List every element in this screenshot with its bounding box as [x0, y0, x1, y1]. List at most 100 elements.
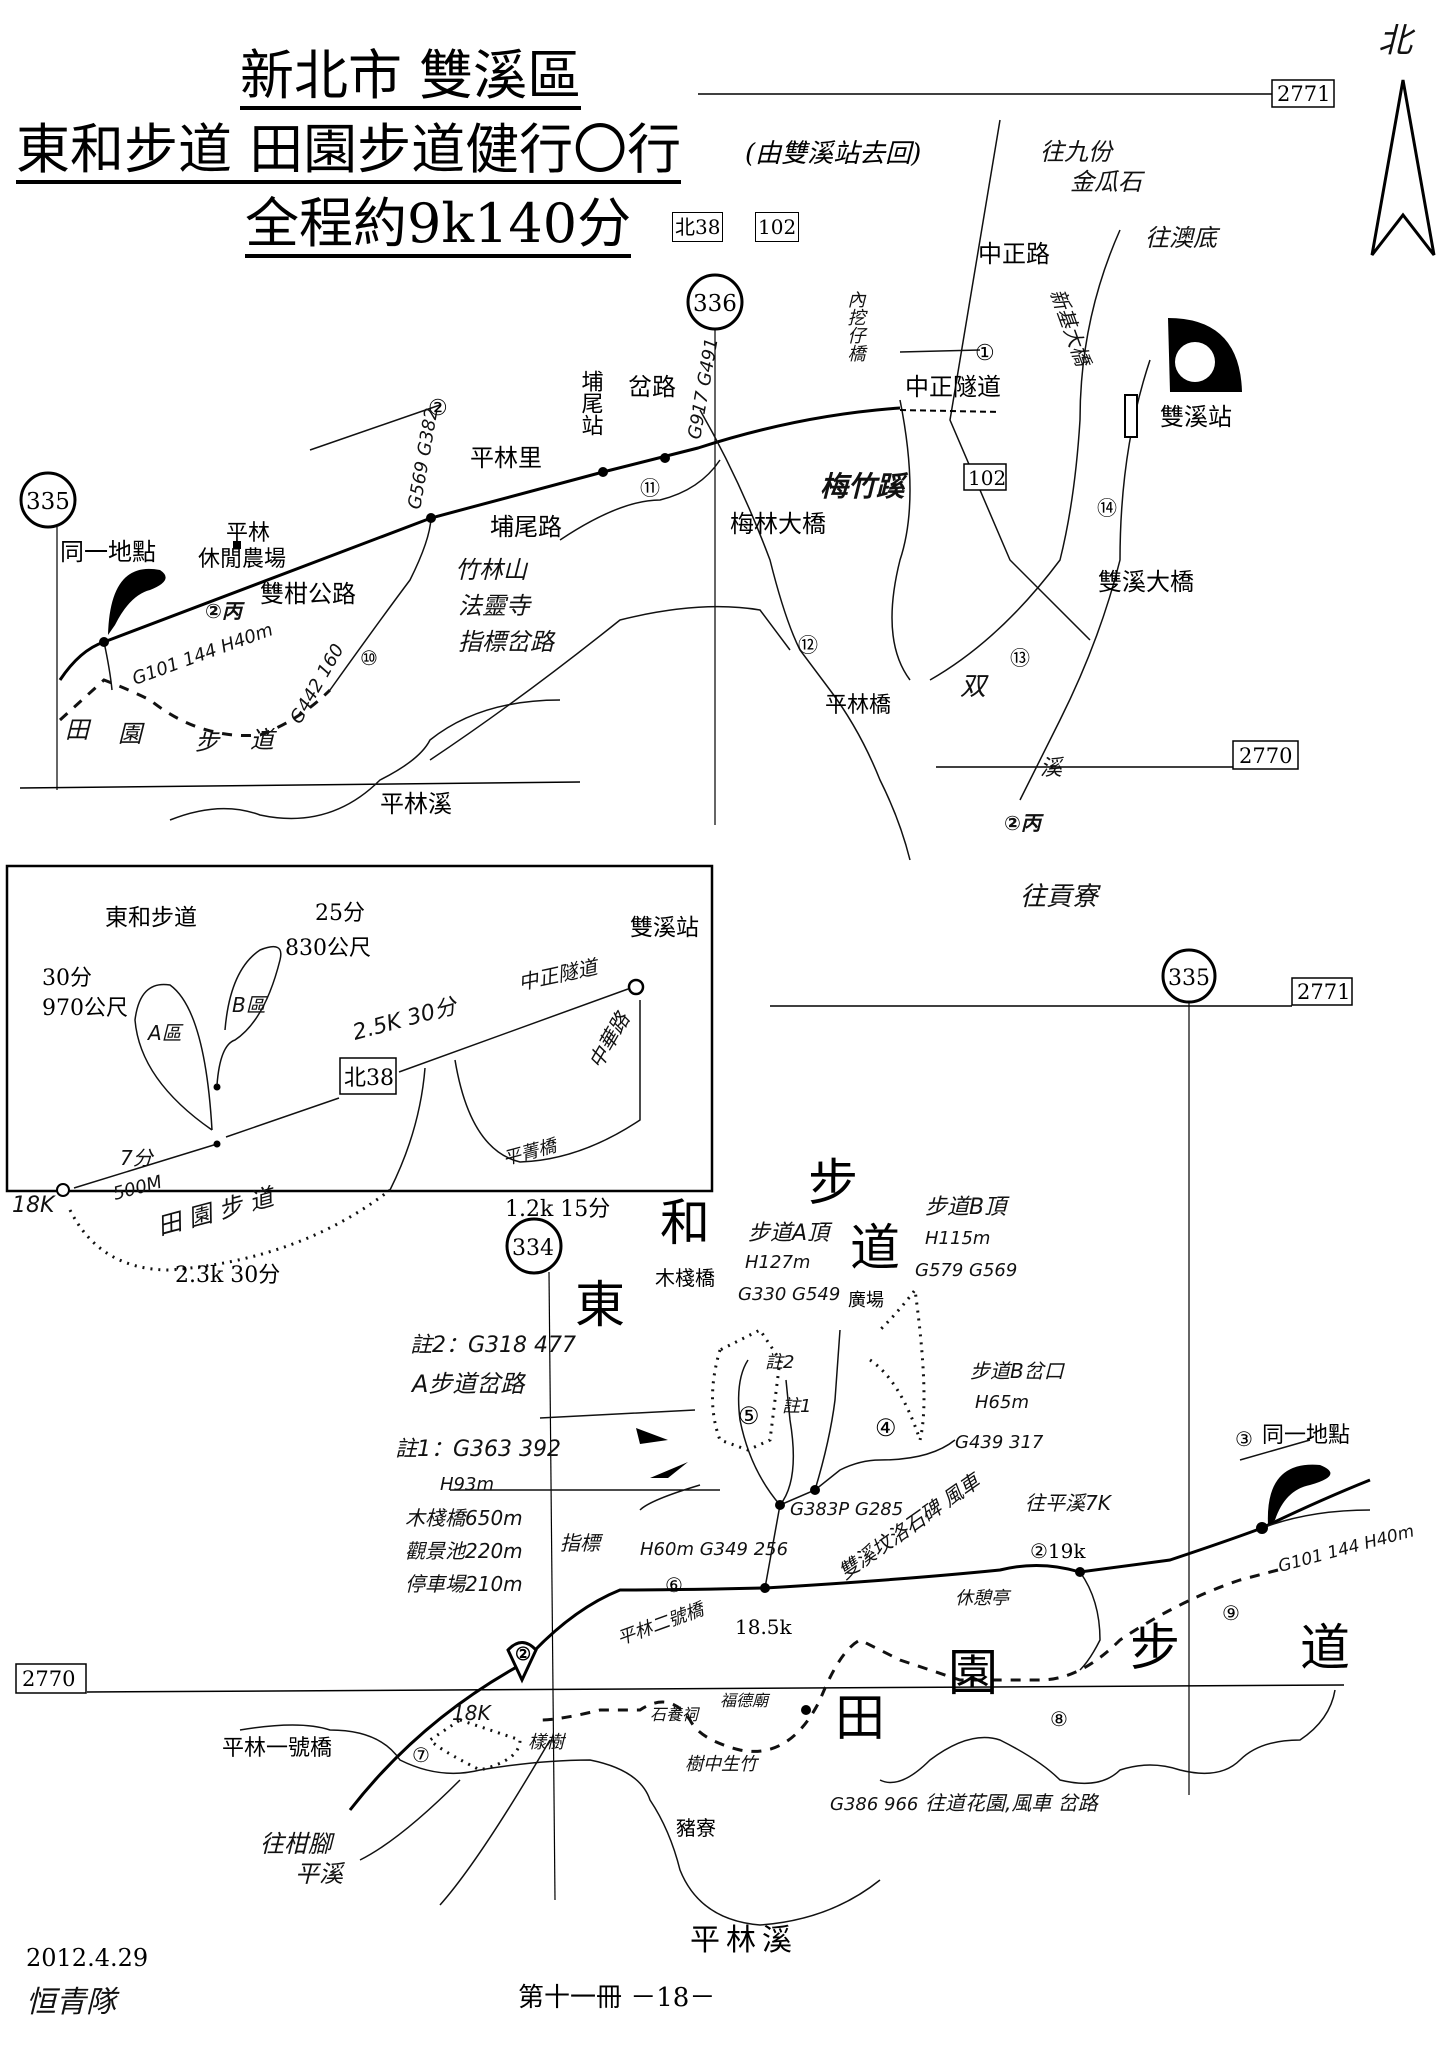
bus-stop-c-gongliao: ②丙 — [1004, 811, 1044, 835]
inset-start-18k: 18K — [12, 1193, 56, 1218]
label-zhongzheng-tunnel: 中正隧道 — [905, 373, 1001, 401]
inset-a-time: 30分 — [42, 966, 92, 991]
footer-team: 恒青隊 — [26, 1985, 120, 2020]
label-step-14: ⑭ — [1097, 496, 1117, 520]
top-map: 2771 336 335 2770 — [19, 79, 1335, 912]
label-a-peak: 步道A頂 — [748, 1221, 833, 1246]
main-road — [58, 406, 901, 681]
label-rest-pavilion: 休憩亭 — [955, 1588, 1012, 1609]
label-g-386: G386 966 — [830, 1794, 918, 1815]
label-note1-pond: 觀景池220m — [405, 1539, 523, 1563]
label-to-pingxi: 往平溪7K — [1025, 1491, 1113, 1515]
label-to-jinguashi: 金瓜石 — [1070, 168, 1146, 196]
grid-2771-top: 2771 — [1277, 82, 1330, 106]
label-tianyuan-2: 園 — [118, 720, 145, 748]
label-puwei-station: 埔尾站 — [578, 370, 604, 436]
label-step-1: ① — [975, 341, 995, 366]
label-pinglin-village: 平林里 — [470, 444, 542, 472]
label-pig-farm: 豬寮 — [676, 1816, 716, 1840]
label-meizhu: 梅竹蹊 — [820, 470, 909, 503]
label-fork: 岔路 — [628, 373, 676, 401]
label-donghe-2: 和 — [660, 1194, 710, 1252]
north-arrow-icon: 北 — [1370, 21, 1436, 256]
footer-page: 第十一冊 －18－ — [518, 1983, 715, 2013]
grid-336: 336 — [693, 291, 737, 317]
label-bamboo: 樹中生竹 — [685, 1754, 760, 1775]
label-a-peak-g: G330 G549 — [738, 1284, 840, 1305]
label-tianyuan-b-4: 道 — [1300, 1619, 1350, 1677]
label-note1-h: H93m — [440, 1474, 494, 1495]
label-to-gongliao: 往貢寮 — [1020, 882, 1101, 912]
label-step-10: ⑩ — [360, 646, 378, 670]
label-route-102: 102 — [968, 466, 1006, 490]
label-step-9: ⑨ — [1222, 1601, 1240, 1625]
label-b-peak-g: G579 G569 — [915, 1260, 1017, 1281]
label-river-1: 双 — [960, 672, 989, 702]
label-step-2: ② — [428, 396, 448, 421]
label-km185: 18.5k — [735, 1615, 793, 1639]
footer-date: 2012.4.29 — [26, 1944, 148, 1972]
label-shrine: 石養祠 — [650, 1705, 700, 1724]
label-tianyuan-b-1: 田 — [835, 1689, 885, 1747]
label-to-ganjiao-1: 往柑腳 — [260, 1830, 335, 1858]
label-step-3: ③ — [1235, 1427, 1253, 1451]
label-step-4: ④ — [875, 1414, 897, 1442]
label-b-fork-h: H65m — [975, 1392, 1029, 1413]
inset-donghe-trail: 東和步道 — [105, 905, 197, 931]
inset-a-zone: A區 — [146, 1021, 184, 1045]
grid-334: 334 — [512, 1236, 554, 1261]
label-farm-1: 平林 — [226, 521, 270, 546]
label-donghe-1: 東 — [575, 1276, 625, 1334]
label-neiwazi-bridge: 內挖仔橋 — [845, 290, 866, 362]
inset-b-time: 25分 — [315, 901, 365, 926]
label-zhongzheng-rd: 中正路 — [978, 240, 1050, 268]
label-step-7: ⑦ — [412, 1743, 430, 1767]
label-tianyuan-b-3: 步 — [1130, 1619, 1180, 1677]
shuangxi-station-icon — [1124, 318, 1242, 438]
farm-marker-icon — [233, 541, 241, 549]
label-step-5: ⑤ — [738, 1402, 760, 1430]
label-step-13: ⑬ — [1010, 646, 1030, 670]
bus-stop-marker-icon: ② — [506, 1641, 538, 1684]
label-puwei-rd: 埔尾路 — [490, 513, 562, 541]
label-shuangxi-bridge: 雙溪大橋 — [1098, 568, 1194, 596]
label-g-101-b: G101 144 H40m — [1276, 1521, 1416, 1577]
grid-335-mid: 335 — [1168, 966, 1210, 991]
label-tianyuan-4: 道 — [250, 726, 277, 754]
tianyuan-trail-top — [58, 678, 332, 738]
label-note1-g: 註1：G363 392 — [395, 1437, 561, 1462]
title-line-2: 東和步道 田園步道健行〇行 — [16, 120, 682, 184]
route-badge-bei38: 北38 — [672, 212, 724, 242]
label-pinglin-bridge-2: 平林二號橋 — [615, 1598, 710, 1650]
label-stele: 雙溪坟洛石碑 風車 — [834, 1467, 986, 1584]
label-note1-parking: 停車場210m — [405, 1572, 523, 1596]
label-signpost: 指標 — [560, 1531, 604, 1555]
label-km18: 18K — [452, 1701, 492, 1725]
label-donghe-3: 步 — [808, 1154, 858, 1212]
label-to-jiufen: 往九份 — [1040, 138, 1115, 166]
inset-b-zone: B區 — [232, 993, 268, 1017]
inset-seg-zhonghua: 1.2k 15分 — [505, 1197, 610, 1222]
label-step-8: ⑧ — [1050, 1707, 1068, 1731]
north-label: 北 — [1378, 21, 1416, 61]
label-temple-1: 竹林山 — [455, 556, 529, 584]
label-tianyuan-3: 步 — [195, 728, 221, 756]
title-line-2-note: (由雙溪站去回) — [745, 139, 922, 169]
label-tianyuan-b-2: 園 — [948, 1644, 998, 1702]
label-note1-boardwalk: 木棧橋650m — [405, 1506, 523, 1530]
inset-station: 雙溪站 — [630, 915, 699, 941]
grid-335-top: 335 — [26, 489, 70, 515]
route-badge-102: 102 — [755, 212, 800, 242]
label-g-442: G442 160 — [286, 640, 348, 727]
label-pinglin-creek-bottom: 平林溪 — [690, 1923, 798, 1958]
label-note2-g: 註2：G318 477 — [410, 1333, 576, 1358]
bus-stop-c-top: ②丙 — [205, 599, 245, 623]
label-step-11: ⑪ — [640, 476, 660, 500]
grid-2770-top: 2770 — [1239, 744, 1292, 768]
label-plaza: 廣場 — [848, 1290, 884, 1311]
label-note2-mark: 註2 — [765, 1352, 794, 1373]
grid-2770-bottom: 2770 — [22, 1667, 75, 1691]
label-note1-mark: 註1 — [782, 1396, 811, 1417]
label-fude-temple: 福德廟 — [720, 1691, 771, 1710]
